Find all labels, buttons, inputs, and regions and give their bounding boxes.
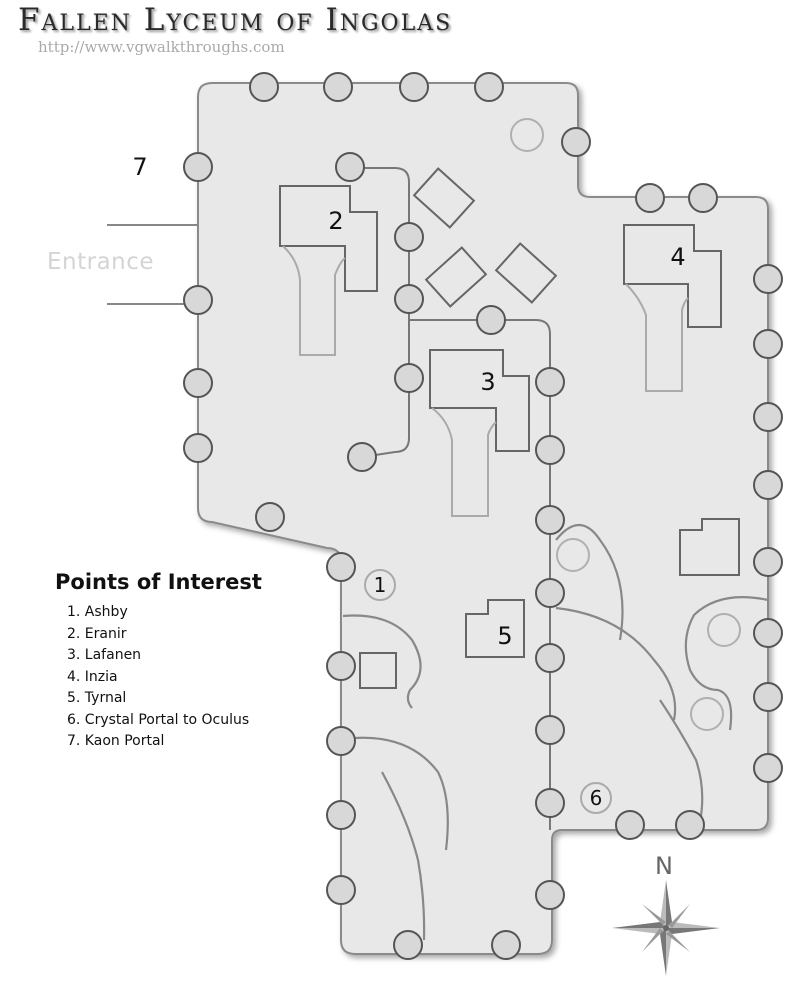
legend-item: 4. Inzia <box>67 668 118 685</box>
map-title: Fallen Lyceum of Ingolas <box>18 2 453 38</box>
pillar <box>753 264 783 294</box>
points-of-interest-legend: Points of Interest 1. Ashby 2. Eranir 3.… <box>55 570 262 753</box>
pillar <box>394 363 424 393</box>
pillar <box>535 715 565 745</box>
pillar <box>326 651 356 681</box>
pillar <box>255 502 285 532</box>
pillar <box>476 305 506 335</box>
marker-3[interactable]: 3 <box>480 368 496 396</box>
marker-5[interactable]: 5 <box>497 622 513 650</box>
pillar <box>688 183 718 213</box>
source-url: http://www.vgwalkthroughs.com <box>38 38 285 56</box>
legend-item: 5. Tyrnal <box>67 690 127 706</box>
pillar <box>183 433 213 463</box>
entrance-corridor <box>107 224 198 305</box>
pillar <box>347 442 377 472</box>
pillar <box>326 875 356 905</box>
marker-7[interactable]: 7 <box>132 153 148 181</box>
pillars <box>183 72 783 960</box>
pillar <box>326 726 356 756</box>
pillar <box>753 547 783 577</box>
pillar <box>491 930 521 960</box>
legend-item: 7. Kaon Portal <box>67 733 165 749</box>
pillar <box>535 505 565 535</box>
pillar <box>323 72 353 102</box>
pillar <box>615 810 645 840</box>
pillar <box>394 222 424 252</box>
legend-item: 2. Eranir <box>67 625 127 642</box>
pillar <box>535 578 565 608</box>
legend-item: 1. Ashby <box>67 604 128 620</box>
pillar <box>753 618 783 648</box>
marker-2[interactable]: 2 <box>328 207 344 235</box>
floor-plan <box>197 82 769 955</box>
pillar <box>753 402 783 432</box>
pillar <box>393 930 423 960</box>
pillar <box>394 284 424 314</box>
pillar <box>561 127 591 157</box>
compass-rose <box>612 880 720 976</box>
cave-lines <box>342 524 769 941</box>
structures <box>279 167 740 689</box>
pillar <box>183 285 213 315</box>
pillar <box>753 682 783 712</box>
marker-1[interactable]: 1 <box>364 569 396 601</box>
pillar <box>675 810 705 840</box>
pillar <box>535 643 565 673</box>
legend-item: 6. Crystal Portal to Oculus <box>67 711 250 728</box>
pillar <box>535 880 565 910</box>
pillar <box>249 72 279 102</box>
pillar <box>535 435 565 465</box>
pillar <box>753 753 783 783</box>
compass-north-label: N <box>655 852 673 880</box>
faint-circles <box>510 118 741 731</box>
pillar <box>753 329 783 359</box>
pillar <box>535 788 565 818</box>
legend-item: 3. Lafanen <box>67 647 142 663</box>
legend-title: Points of Interest <box>55 570 262 594</box>
entrance-label: Entrance <box>47 249 155 275</box>
marker-4[interactable]: 4 <box>670 243 686 271</box>
pillar <box>399 72 429 102</box>
pillar <box>335 152 365 182</box>
pillar <box>183 368 213 398</box>
pillar <box>635 183 665 213</box>
marker-6[interactable]: 6 <box>580 782 612 814</box>
pillar <box>753 470 783 500</box>
pillar <box>183 152 213 182</box>
pillar <box>535 367 565 397</box>
pillar <box>326 800 356 830</box>
pillar <box>474 72 504 102</box>
pillar <box>326 552 356 582</box>
legend-list: 1. Ashby 2. Eranir 3. Lafanen 4. Inzia 5… <box>55 602 262 753</box>
